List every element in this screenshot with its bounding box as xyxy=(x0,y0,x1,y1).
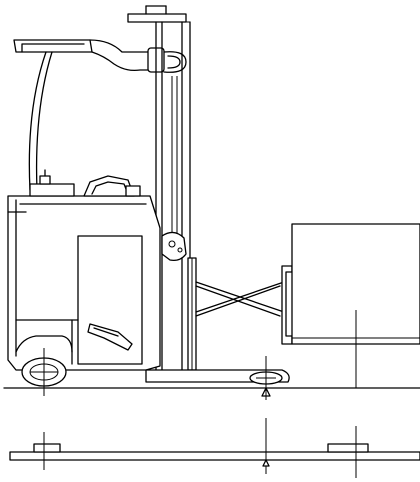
truck-body xyxy=(7,195,161,371)
carriage-pivot xyxy=(161,231,187,262)
pantograph-scissor xyxy=(195,281,285,317)
battery-hood xyxy=(29,169,141,197)
centre-lines xyxy=(30,310,357,400)
side-elevation-view xyxy=(3,5,420,400)
fork-carriage xyxy=(187,257,197,371)
control-handle xyxy=(87,323,133,351)
plan-view-strip xyxy=(9,418,420,478)
overhead-guard xyxy=(13,39,187,191)
straddle-leg xyxy=(145,369,290,385)
